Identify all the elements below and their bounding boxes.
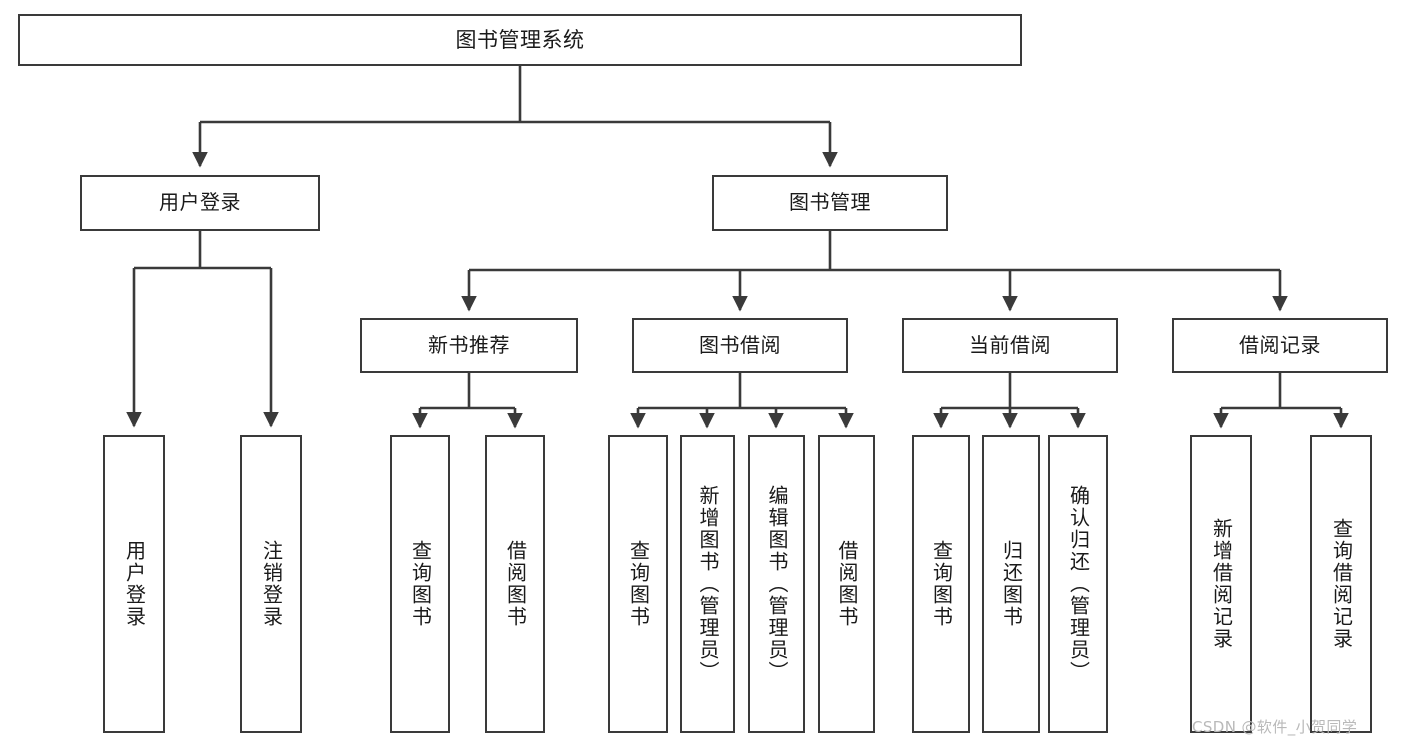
leaf-query-books-borrow[interactable]: 查询图书 (608, 435, 668, 733)
leaf-add-book-admin[interactable]: 新增图书（管理员） (680, 435, 735, 733)
leaf-edit-book-admin[interactable]: 编辑图书（管理员） (748, 435, 805, 733)
leaf-logout[interactable]: 注销登录 (240, 435, 302, 733)
node-label: 新书推荐 (428, 332, 510, 357)
node-label: 注销登录 (259, 540, 284, 628)
node-label: 查询借阅记录 (1329, 518, 1354, 650)
node-borrow-records[interactable]: 借阅记录 (1172, 318, 1388, 373)
leaf-confirm-return-admin[interactable]: 确认归还（管理员） (1048, 435, 1108, 733)
node-user-login[interactable]: 用户登录 (80, 175, 320, 231)
leaf-add-borrow-record[interactable]: 新增借阅记录 (1190, 435, 1252, 733)
node-new-book-recommend[interactable]: 新书推荐 (360, 318, 578, 373)
leaf-user-login[interactable]: 用户登录 (103, 435, 165, 733)
node-label: 新增图书（管理员） (696, 485, 720, 683)
node-label: 归还图书 (999, 540, 1024, 628)
leaf-lend-books[interactable]: 借阅图书 (818, 435, 875, 733)
node-book-management[interactable]: 图书管理 (712, 175, 948, 231)
node-label: 用户登录 (122, 540, 147, 628)
node-label: 借阅图书 (503, 540, 528, 628)
node-label: 编辑图书（管理员） (765, 485, 789, 683)
node-label: 新增借阅记录 (1209, 518, 1234, 650)
node-label: 查询图书 (408, 540, 433, 628)
leaf-query-borrow-record[interactable]: 查询借阅记录 (1310, 435, 1372, 733)
csdn-watermark: CSDN @软件_小贺同学 (1192, 718, 1358, 736)
leaf-query-books-recommend[interactable]: 查询图书 (390, 435, 450, 733)
node-label: 图书管理 (789, 190, 871, 215)
node-label: 图书借阅 (699, 332, 781, 357)
node-label: 借阅图书 (835, 540, 859, 628)
node-label: 借阅记录 (1239, 332, 1321, 357)
node-current-borrow[interactable]: 当前借阅 (902, 318, 1118, 373)
leaf-return-books[interactable]: 归还图书 (982, 435, 1040, 733)
node-label: 当前借阅 (969, 332, 1051, 357)
node-label: 确认归还（管理员） (1066, 485, 1091, 683)
node-label: 查询图书 (929, 540, 954, 628)
node-root-system[interactable]: 图书管理系统 (18, 14, 1022, 66)
node-label: 图书管理系统 (455, 27, 585, 52)
node-label: 用户登录 (159, 190, 241, 215)
leaf-query-books-current[interactable]: 查询图书 (912, 435, 970, 733)
leaf-borrow-books-recommend[interactable]: 借阅图书 (485, 435, 545, 733)
node-label: 查询图书 (626, 540, 651, 628)
node-book-borrow[interactable]: 图书借阅 (632, 318, 848, 373)
